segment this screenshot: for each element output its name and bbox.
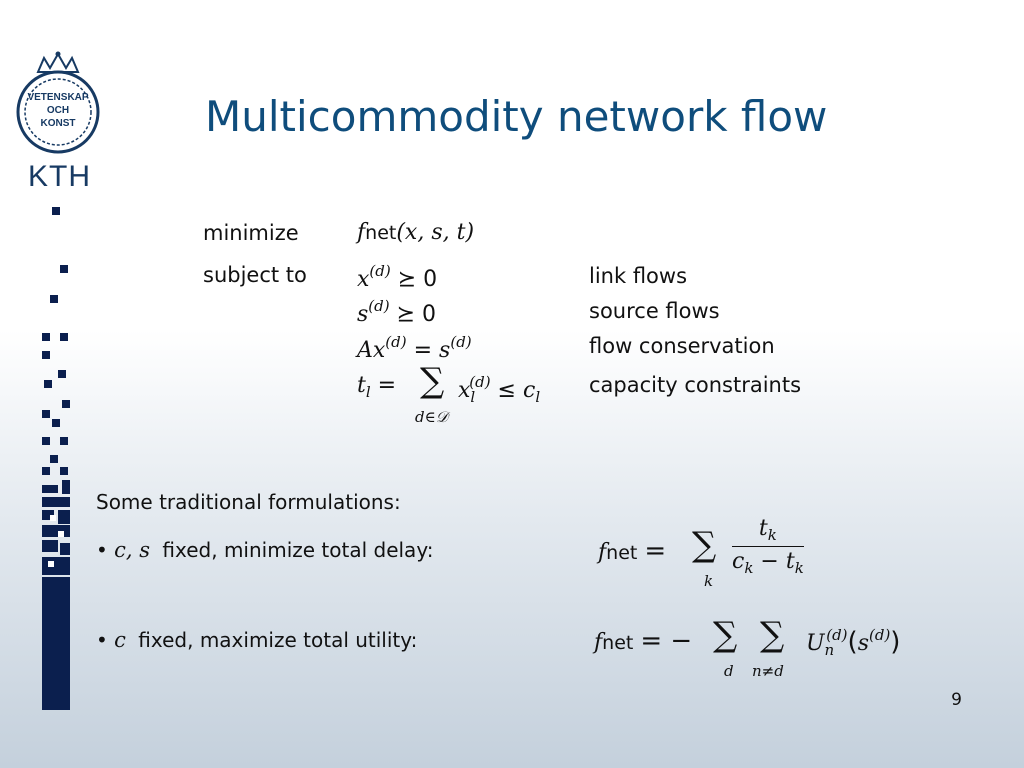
sum-index: d∈𝒟 bbox=[415, 408, 448, 426]
crest-text-1: VETENSKAP bbox=[27, 92, 88, 103]
formulation-item-utility: • c fixed, maximize total utility: bbox=[96, 628, 418, 652]
kth-logo: VETENSKAP OCH KONST bbox=[8, 50, 108, 190]
formulations-heading: Some traditional formulations: bbox=[96, 490, 401, 514]
sum-symbol-delay: ∑ bbox=[692, 525, 717, 565]
page-number: 9 bbox=[951, 690, 962, 710]
constraint-source-flows: s(d) ⪰ 0 bbox=[357, 297, 437, 327]
subject-to-label: subject to bbox=[203, 263, 307, 287]
sum-symbol-utility-d: ∑ bbox=[713, 615, 738, 655]
label-flow-conservation: flow conservation bbox=[589, 334, 775, 358]
objective-expr: fnet(x, s, t) bbox=[357, 220, 475, 245]
sum-index-delay: k bbox=[704, 572, 714, 590]
sum-symbol: ∑ bbox=[420, 361, 445, 401]
constraint-link-flows: x(d) ⪰ 0 bbox=[357, 262, 438, 292]
kth-crest-icon: VETENSKAP OCH KONST bbox=[16, 51, 100, 154]
slide-title: Multicommodity network flow bbox=[205, 92, 828, 141]
formula-total-utility: fnet = − bbox=[594, 626, 693, 656]
label-link-flows: link flows bbox=[589, 264, 688, 288]
formula-total-delay: fnet = bbox=[598, 536, 667, 566]
sum-index-n: n≠d bbox=[752, 662, 784, 680]
decorative-pixel-strip bbox=[42, 207, 70, 710]
sum-symbol-utility-n: ∑ bbox=[760, 615, 785, 655]
formulation-item-delay: • c, s fixed, minimize total delay: bbox=[96, 538, 434, 562]
kth-wordmark: KTH bbox=[28, 160, 91, 193]
crest-text-2: OCH bbox=[47, 105, 69, 116]
crest-text-3: KONST bbox=[41, 118, 76, 129]
constraint-capacity: tl = bbox=[357, 373, 397, 401]
label-source-flows: source flows bbox=[589, 299, 720, 323]
constraint-capacity-rhs: xl(d) ≤ cl bbox=[458, 373, 541, 406]
label-capacity-constraints: capacity constraints bbox=[589, 373, 802, 397]
minimize-label: minimize bbox=[203, 221, 299, 245]
fraction-delay: tk ck − tk bbox=[732, 516, 804, 577]
utility-term: Un(d)(s(d)) bbox=[806, 626, 901, 659]
sum-index-d: d bbox=[724, 662, 734, 680]
constraint-flow-conservation: Ax(d) = s(d) bbox=[357, 333, 472, 363]
